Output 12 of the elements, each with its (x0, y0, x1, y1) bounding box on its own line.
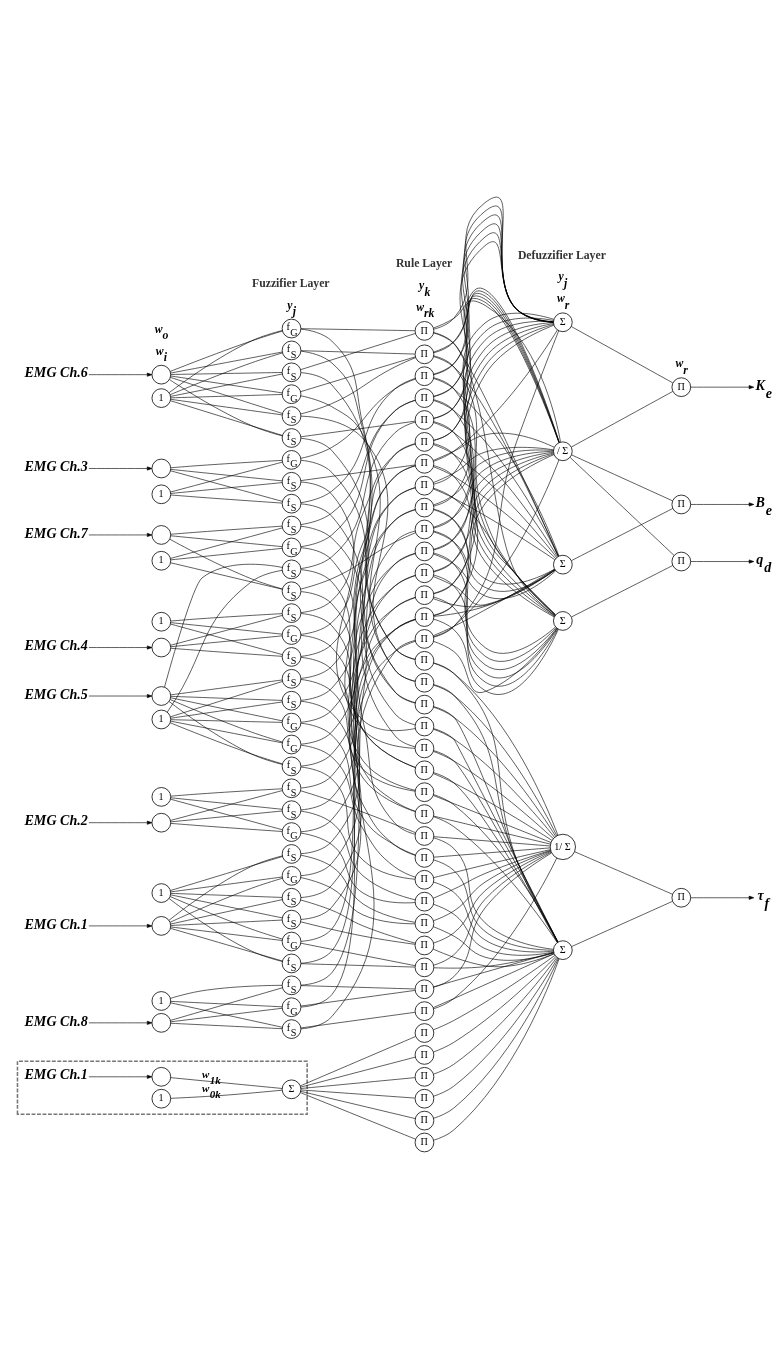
node-text: EMG Ch.1 (24, 915, 88, 932)
node-text: EMG Ch.5 (24, 685, 88, 702)
node-text: EMG Ch.6 (24, 364, 88, 381)
node-text: EMG Ch.3 (24, 458, 88, 475)
node-text: EMG Ch.1 (24, 1066, 88, 1083)
label: Fuzzifier Layer (252, 276, 330, 290)
node-text: EMG Ch.7 (24, 524, 88, 541)
node-text: EMG Ch.2 (24, 812, 88, 829)
node-text: EMG Ch.8 (24, 1012, 88, 1029)
label: Defuzzifier Layer (517, 248, 606, 262)
label: Rule Layer (395, 257, 453, 271)
node-text: EMG Ch.4 (24, 637, 88, 654)
